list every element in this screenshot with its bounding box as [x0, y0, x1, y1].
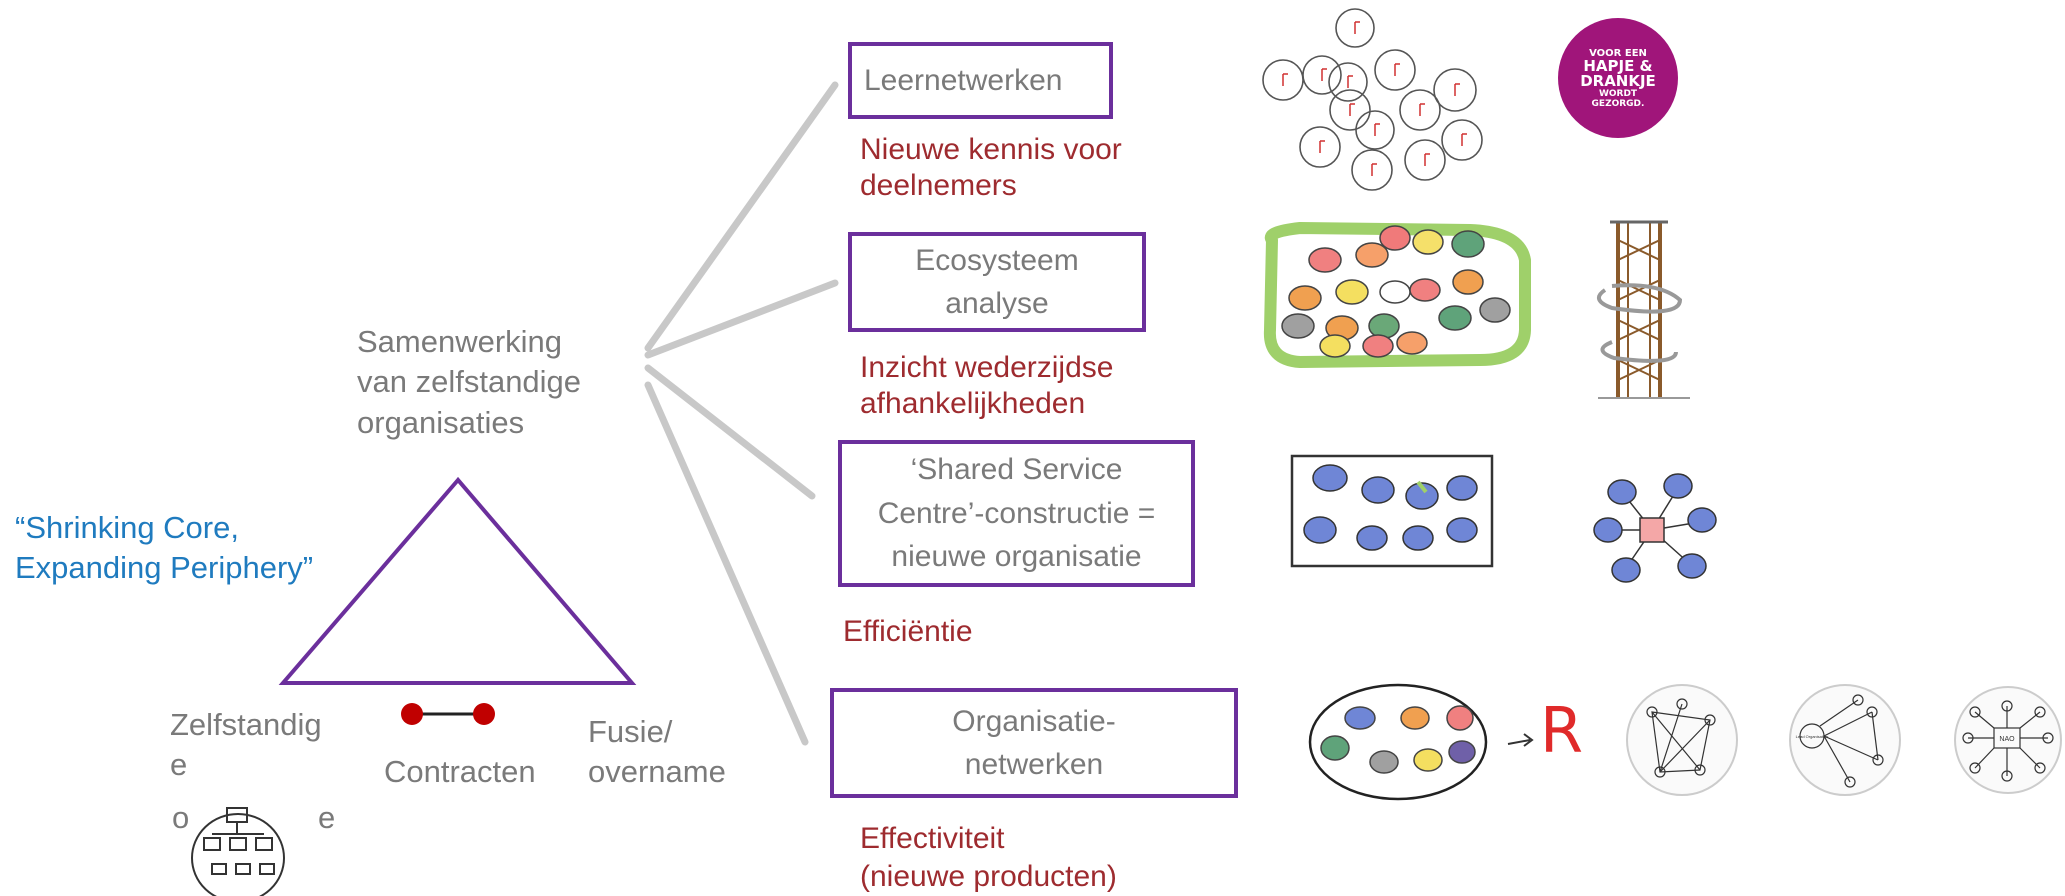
badge-line-2: HAPJE & [1583, 56, 1653, 75]
triangle-right-line-1: Fusie/ [588, 714, 673, 749]
ecosysteem-line-1: Ecosysteem [915, 243, 1079, 277]
shared-service-box: ‘Shared Service Centre’-constructie = ni… [838, 440, 1195, 587]
network-diagram-2-icon: Lead Organisation [1789, 684, 1901, 796]
quote-line-1: “Shrinking Core, [15, 510, 239, 545]
network-diagram-1-icon [1626, 684, 1738, 796]
outcome-1-line-1: Nieuwe kennis voor [860, 133, 1122, 166]
triangle-right-label: Fusie/ overname [588, 712, 726, 793]
leernetwerken-label: Leernetwerken [864, 63, 1063, 97]
hub-spoke-sketch-icon [1593, 473, 1717, 583]
organisatie-line-2: netwerken [964, 748, 1104, 781]
badge-line-3: DRANKJE [1580, 71, 1656, 90]
outcome-2-line-1: Inzicht wederzijdse [860, 351, 1114, 384]
center-text-line-1: Samenwerking [357, 324, 563, 359]
lead-organisation-label: Lead Organisation [1796, 734, 1829, 739]
shared-service-line-3: nieuwe organisatie [891, 540, 1142, 574]
triangle-middle-label: Contracten [384, 754, 536, 789]
network-diagram-3-icon: NAO [1954, 686, 2062, 794]
shared-service-sketch-icon [1290, 454, 1494, 568]
ecosystem-sketch-icon [1263, 222, 1531, 368]
outcome-2: Inzicht wederzijdse afhankelijkheden [860, 350, 1113, 422]
triangle-left-line-3: o [172, 800, 190, 835]
outcome-4-line-1: Effectiviteit [860, 822, 1005, 855]
connector-line-2 [644, 279, 839, 359]
triangle-left-label: Zelfstandig e [170, 705, 322, 786]
connector-line-3 [644, 364, 816, 500]
quote-line-2: Expanding Periphery” [15, 550, 314, 586]
triangle-right-line-2: overname [588, 754, 726, 790]
badge-line-4: WORDT [1598, 88, 1638, 99]
ecosysteem-analyse-box: Ecosysteem analyse [848, 232, 1146, 332]
badge-line-5: GEZORGD. [1591, 98, 1645, 109]
org-chart-sketch-icon [191, 807, 285, 896]
outcome-4-line-2: (nieuwe producten) [860, 859, 1117, 893]
center-text-line-2: van zelfstandige [357, 364, 582, 400]
triangle-left-line-4: e [318, 800, 336, 835]
triangle-left-line-1: Zelfstandig [170, 707, 322, 742]
triangle-shape [278, 476, 637, 685]
shrinking-core-quote: “Shrinking Core, Expanding Periphery” [15, 508, 313, 589]
organisation-network-sketch-icon [1308, 683, 1534, 801]
r-letter-sketch: R [1540, 694, 1584, 767]
outcome-1-line-2: deelnemers [860, 169, 1017, 202]
triangle-left-line-2: e [170, 747, 188, 783]
shared-service-line-2: Centre’-constructie = [877, 496, 1156, 530]
connector-line-1 [644, 81, 839, 352]
nao-label: NAO [1999, 736, 2015, 743]
connector-line-4 [644, 381, 809, 746]
outcome-3: Efficiëntie [843, 614, 973, 650]
outcome-1: Nieuwe kennis voor deelnemers [860, 132, 1122, 204]
outcome-2-line-2: afhankelijkheden [860, 387, 1086, 420]
center-text: Samenwerking van zelfstandige organisati… [357, 322, 581, 443]
organisatie-netwerken-box: Organisatie- netwerken [830, 688, 1238, 798]
organisatie-line-1: Organisatie- [952, 704, 1116, 738]
outcome-3-line-1: Efficiëntie [843, 615, 973, 648]
contract-dots-icon [401, 703, 495, 725]
ecosysteem-line-2: analyse [945, 287, 1049, 320]
outcome-4: Effectiviteit (nieuwe producten) [860, 820, 1117, 895]
hapje-drankje-badge: VOOR EEN HAPJE & DRANKJE WORDT GEZORGD. [1558, 18, 1678, 138]
leernetwerken-box: Leernetwerken [848, 42, 1113, 119]
connector-lines [644, 81, 839, 746]
center-text-line-3: organisaties [357, 404, 525, 440]
badge-line-1: VOOR EEN [1589, 47, 1647, 59]
tower-image-icon [1596, 220, 1690, 399]
shared-service-line-1: ‘Shared Service [910, 453, 1123, 487]
learning-network-sketch-icon [1262, 8, 1483, 191]
